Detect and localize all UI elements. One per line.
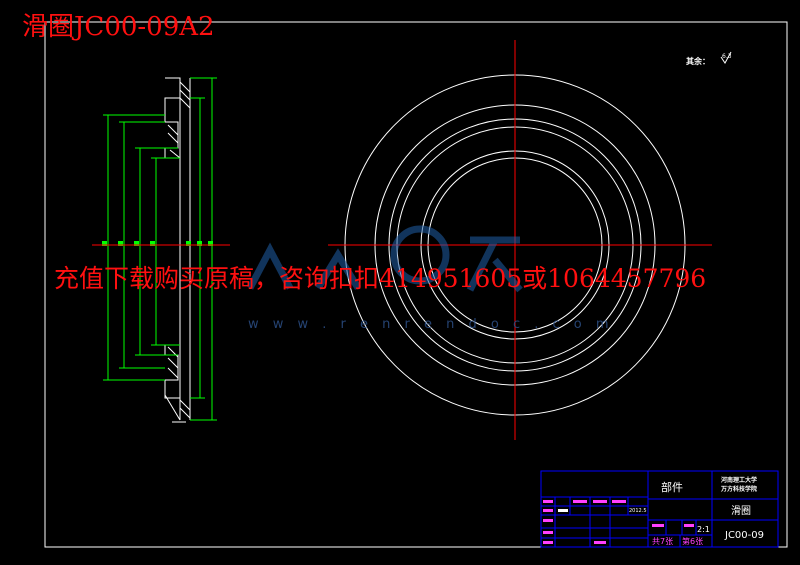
title-block [540, 470, 779, 548]
title-block-sheets-total: 共7张 [652, 537, 673, 546]
drawing-title-overlay: 滑圈JC00-09A2 [22, 12, 215, 42]
promo-overlay: 充值下载购买原稿，咨询扣扣414951605或1064457796 [54, 264, 707, 293]
title-block-minor-labels [543, 500, 694, 544]
title-block-part-name: 滑圈 [731, 505, 751, 517]
title-block-category: 部件 [661, 480, 683, 494]
title-block-school-line2: 万方科技学院 [720, 485, 757, 493]
section-view [164, 77, 191, 423]
title-block-date: 2012.5 [629, 508, 647, 514]
dimension-markers [102, 241, 213, 246]
title-block-drawing-no: JC00-09 [724, 530, 764, 541]
title-block-sheet-index: 第6张 [682, 536, 703, 546]
dimension-lines [103, 77, 217, 421]
watermark-logo [246, 225, 523, 293]
title-block-scale: 2:1 [697, 525, 710, 534]
roughness-value: 6.3 [722, 53, 732, 60]
drawing-frame [44, 21, 788, 548]
roughness-label: 其余： [686, 57, 710, 66]
watermark-url: w w w . r e n r e n d o c . c o m [248, 317, 614, 332]
roughness-symbol [720, 51, 732, 64]
title-block-school-line1: 河南理工大学 [721, 476, 757, 484]
